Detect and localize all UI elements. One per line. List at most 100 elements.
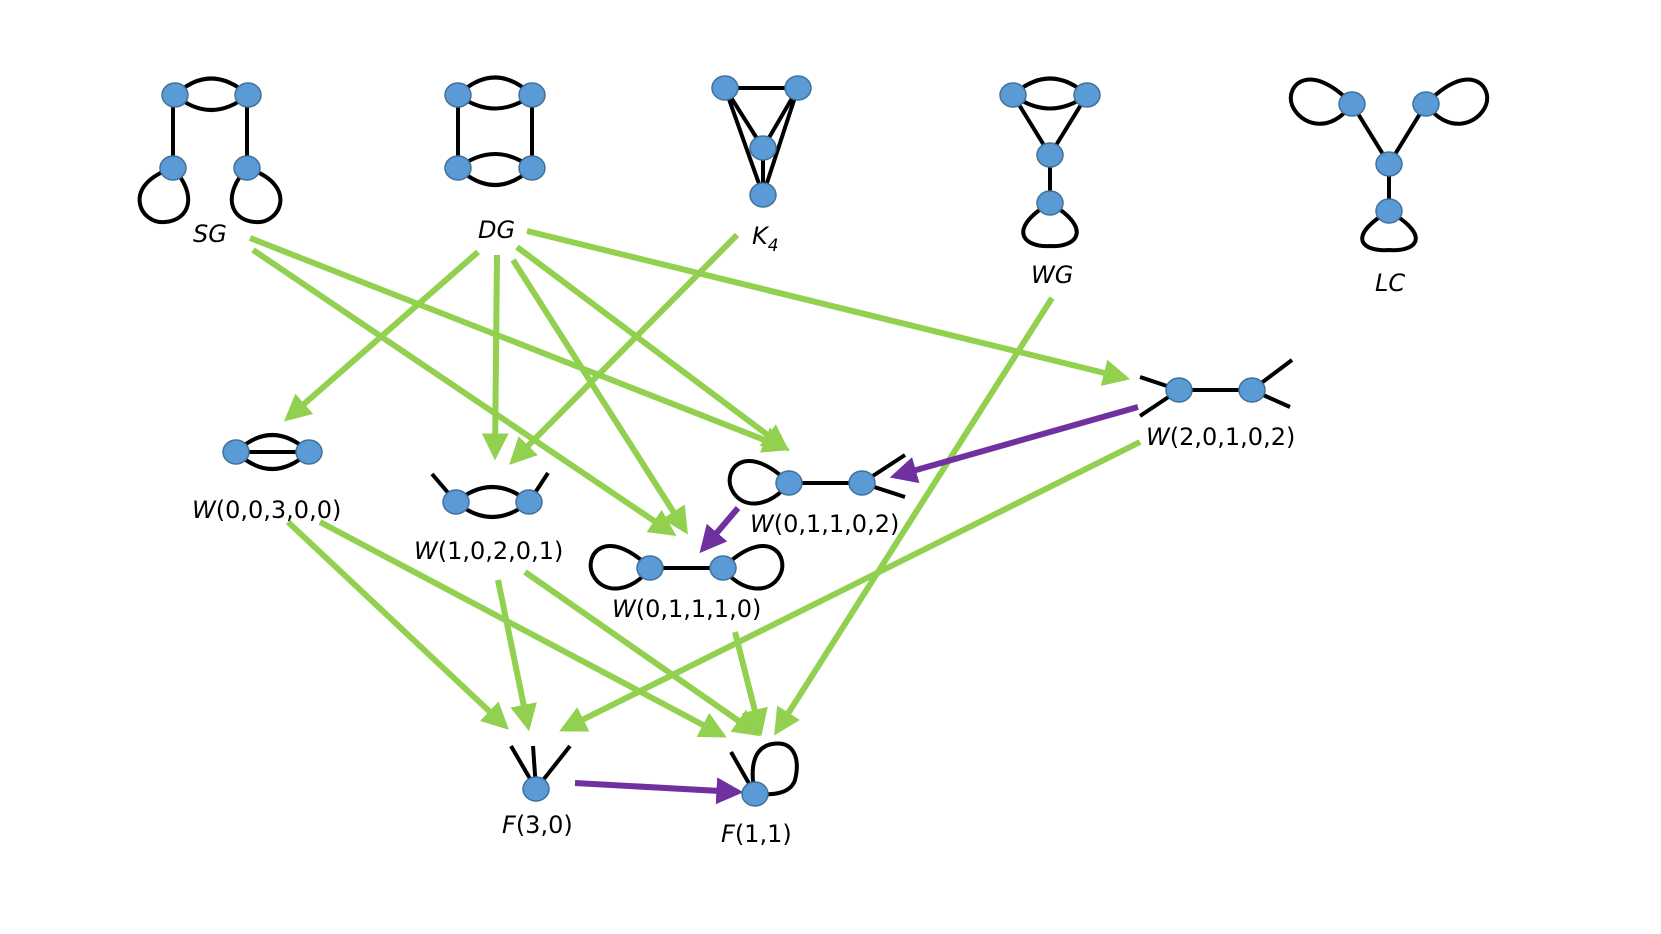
label-lc: LC	[1375, 269, 1405, 297]
sg-nodes	[159, 82, 262, 181]
label-f11-args: (1,1)	[735, 820, 792, 848]
wg-node-4	[1036, 190, 1064, 216]
label-k4-subscript: 4	[768, 236, 779, 256]
k4-node-1	[711, 75, 739, 101]
wg-nodes	[999, 82, 1101, 216]
sg-loop-right	[229, 166, 283, 225]
label-w20102-prefix: W	[1146, 423, 1171, 451]
k4-node-4	[749, 182, 777, 208]
arrow-w00300-to-f11	[318, 519, 727, 738]
w20102-nodes	[1165, 377, 1266, 403]
arrow-k4-to-w10201	[509, 232, 740, 465]
f11-node	[741, 781, 769, 807]
label-dg: DG	[478, 216, 515, 244]
k4-node-3	[749, 135, 777, 161]
k4-edge-d	[761, 87, 800, 196]
wg-node-2	[1073, 82, 1101, 108]
graph-w20102	[1138, 358, 1294, 418]
arrow-wg-to-f11	[774, 296, 1055, 736]
label-f30-prefix: F	[502, 811, 517, 839]
w01110-node-2	[709, 555, 737, 581]
label-w01102: W(0,1,1,0,2)	[750, 510, 899, 538]
w00300-nodes	[222, 439, 323, 465]
label-w20102: W(2,0,1,0,2)	[1146, 423, 1295, 451]
label-f30-args: (3,0)	[516, 811, 573, 839]
label-w01110: W(0,1,1,1,0)	[612, 595, 761, 623]
dg-node-4	[518, 155, 546, 181]
lc-loop-bottom	[1360, 209, 1418, 253]
k4-edge-b	[723, 87, 765, 196]
arrow-sg-to-w01110	[251, 247, 677, 537]
lc-node-4	[1375, 198, 1403, 224]
sg-node-2	[234, 82, 262, 108]
w01110-loop-right	[721, 544, 785, 591]
label-f11: F(1,1)	[721, 820, 792, 848]
graph-w01102	[727, 453, 907, 506]
label-w00300-args: (0,0,3,0,0)	[216, 496, 342, 524]
label-w01110-args: (0,1,1,1,0)	[636, 595, 762, 623]
arrow-w20102-to-w01102	[889, 404, 1139, 484]
arrow-dg-to-w01102	[515, 244, 790, 452]
label-k4: K4	[752, 222, 779, 256]
label-f30: F(3,0)	[502, 811, 573, 839]
label-w10201-args: (1,0,2,0,1)	[438, 537, 564, 565]
w01102-node-2	[848, 470, 876, 496]
w00300-node-1	[222, 439, 250, 465]
w01110-node-1	[636, 555, 664, 581]
label-w10201-prefix: W	[414, 537, 439, 565]
w01102-loop	[727, 459, 791, 506]
w10201-node-1	[442, 489, 470, 515]
label-w01110-prefix: W	[612, 595, 637, 623]
lc-node-1	[1338, 91, 1366, 117]
arrow-dg-to-w00300	[283, 249, 480, 422]
lc-nodes	[1338, 91, 1440, 224]
label-w20102-args: (2,0,1,0,2)	[1170, 423, 1296, 451]
w10201-nodes	[442, 489, 543, 515]
label-w01102-args: (0,1,1,0,2)	[774, 510, 900, 538]
arrow-w10201-to-f30	[495, 579, 537, 732]
dg-node-1	[444, 82, 472, 108]
label-w00300: W(0,0,3,0,0)	[192, 496, 341, 524]
arrow-dg-to-w20102	[526, 228, 1131, 386]
label-w01102-prefix: W	[750, 510, 775, 538]
sg-loop-left	[137, 166, 191, 225]
lc-node-3	[1375, 151, 1403, 177]
w20102-node-2	[1238, 377, 1266, 403]
arrow-w01102-to-w01110	[699, 506, 741, 554]
arrow-w00300-to-f30	[285, 519, 509, 730]
wg-loop	[1021, 201, 1079, 249]
arrow-sg-to-w01102	[248, 235, 791, 453]
arrow-w20102-to-f30	[559, 439, 1142, 732]
w01102-node-1	[775, 470, 803, 496]
w10201-node-2	[515, 489, 543, 515]
lc-loop-right	[1424, 77, 1490, 126]
label-sg: SG	[193, 220, 227, 248]
arrow-w01110-to-f11	[732, 631, 768, 737]
label-w10201: W(1,0,2,0,1)	[414, 537, 563, 565]
wg-node-3	[1036, 142, 1064, 168]
wg-node-1	[999, 82, 1027, 108]
arrow-dg-to-w10201	[481, 254, 509, 461]
arrow-dg-to-w01110	[510, 258, 688, 535]
f11-loop	[750, 741, 799, 797]
w01110-nodes	[636, 555, 737, 581]
dg-node-3	[444, 155, 472, 181]
label-k4-name: K	[752, 222, 770, 250]
arrow-w10201-to-f11	[523, 569, 761, 737]
label-wg: WG	[1031, 261, 1073, 289]
label-f11-prefix: F	[721, 820, 736, 848]
sg-node-4	[233, 155, 261, 181]
w20102-node-1	[1165, 377, 1193, 403]
lc-loop-left	[1288, 77, 1354, 126]
w00300-node-2	[295, 439, 323, 465]
f30-node	[522, 776, 550, 802]
label-w00300-prefix: W	[192, 496, 217, 524]
dg-nodes	[444, 82, 546, 181]
dg-node-2	[518, 82, 546, 108]
w01110-loop-left	[588, 544, 652, 591]
lc-node-2	[1412, 91, 1440, 117]
sg-node-1	[161, 82, 189, 108]
arrows-layer	[248, 228, 1142, 805]
k4-node-2	[784, 75, 812, 101]
